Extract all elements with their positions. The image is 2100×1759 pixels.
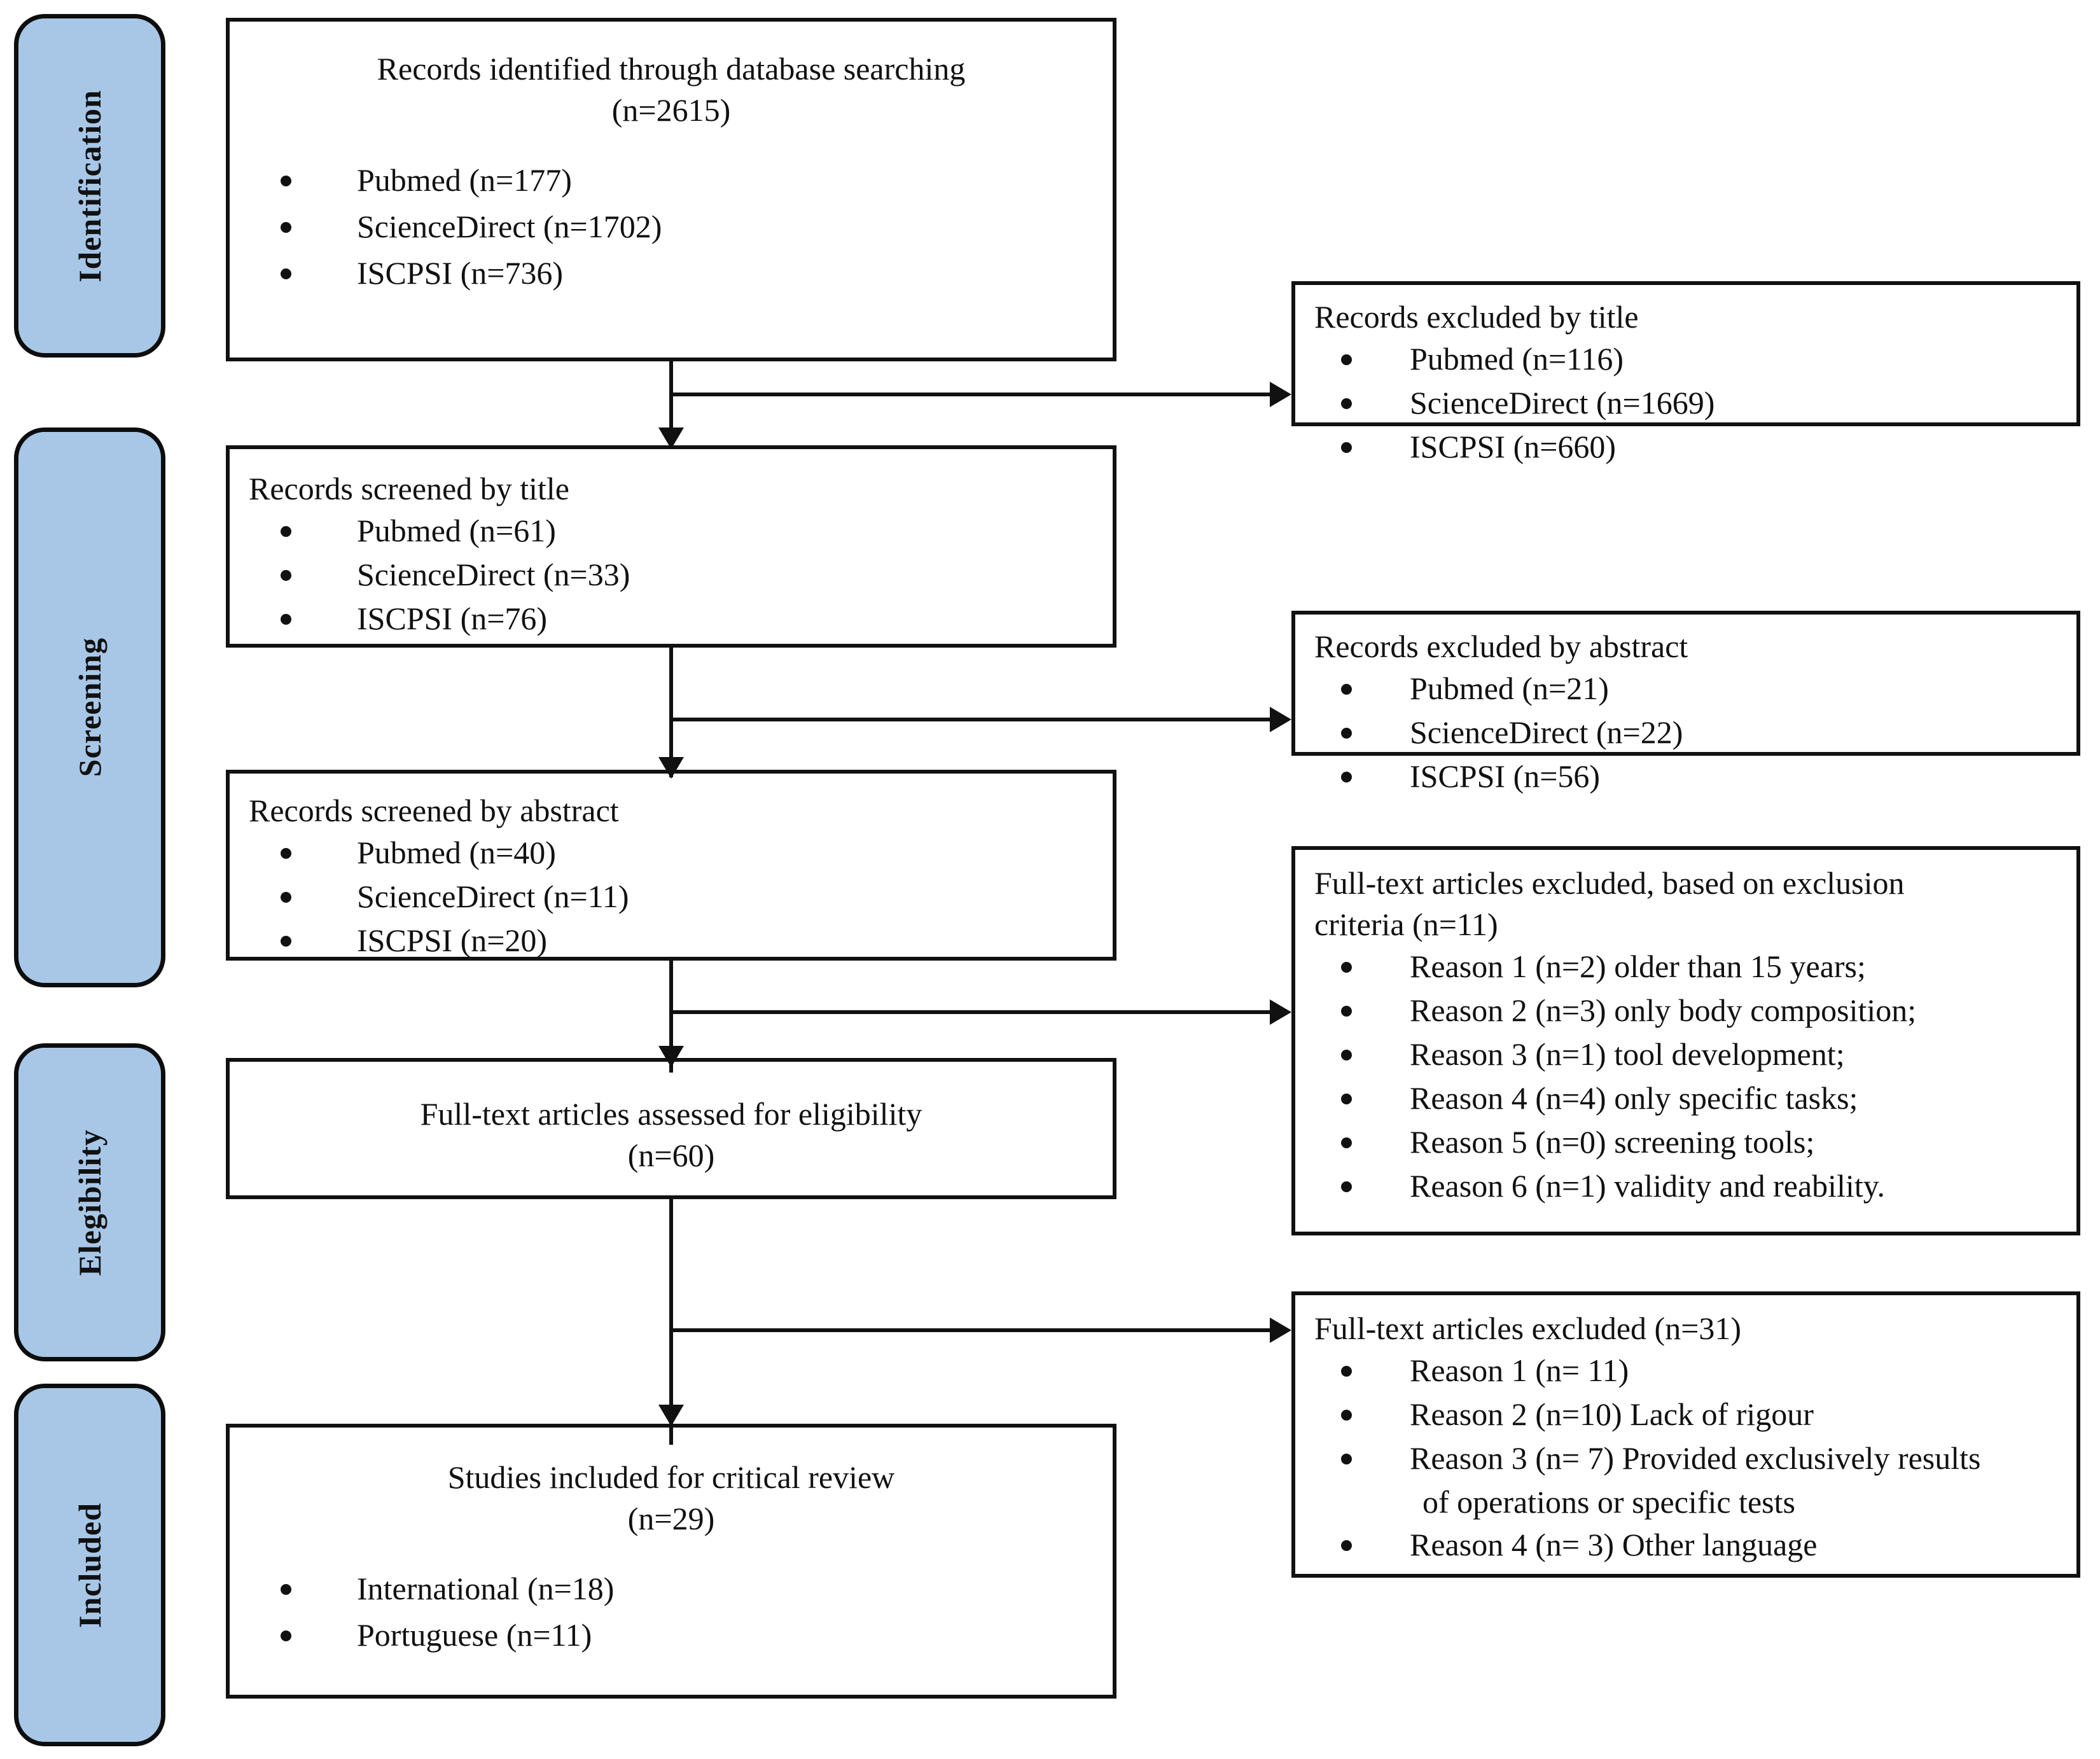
excluded-by-abstract-list: Pubmed (n=21) ScienceDirect (n=22) ISCPS… [1314,667,2057,798]
box-records-screened-title: Records screened by title Pubmed (n=61) … [226,445,1116,648]
list-item: Pubmed (n=21) [1314,667,2057,710]
list-item: Reason 2 (n=3) only body composition; [1314,989,2057,1032]
records-identified-title: Records identified through database sear… [377,51,966,87]
box-studies-included: Studies included for critical review (n=… [226,1424,1116,1699]
fulltext-excluded-heading: Full-text articles excluded (n=31) [1314,1311,1742,1346]
excluded-by-criteria-list: Reason 1 (n=2) older than 15 years; Reas… [1314,945,2057,1207]
phase-label-elegibility: Elegibility [72,1129,108,1276]
list-item: Pubmed (n=61) [249,510,1094,552]
list-item: Portuguese (n=11) [249,1614,1094,1657]
list-item: Reason 1 (n=2) older than 15 years; [1314,945,2057,988]
excluded-by-abstract-heading: Records excluded by abstract [1314,629,1688,664]
list-item: Pubmed (n=116) [1314,338,2057,380]
phase-label-included: Included [72,1502,108,1628]
list-item: Reason 3 (n=1) tool development; [1314,1033,2057,1076]
list-item: Reason 1 (n= 11) [1314,1349,2057,1392]
connector-fulltext-assessed-to-included [669,1199,673,1445]
fulltext-excluded-list: Reason 1 (n= 11) Reason 2 (n=10) Lack of… [1314,1349,2057,1480]
connector-branch-excluded-by-abstract [669,718,1272,721]
list-item: Reason 6 (n=1) validity and reability. [1314,1165,2057,1207]
list-item: ISCPSI (n=660) [1314,426,2057,468]
records-screened-abstract-list: Pubmed (n=40) ScienceDirect (n=11) ISCPS… [249,831,1094,962]
excluded-by-title-list: Pubmed (n=116) ScienceDirect (n=1669) IS… [1314,338,2057,468]
box-excluded-by-criteria: Full-text articles excluded, based on ex… [1291,846,2080,1235]
arrowhead-down-screened-title [658,428,684,449]
box-fulltext-excluded: Full-text articles excluded (n=31) Reaso… [1291,1291,2080,1578]
fulltext-assessed-count: (n=60) [627,1137,715,1173]
excluded-by-criteria-heading-line2: criteria (n=11) [1314,907,1498,942]
list-item: Reason 3 (n= 7) Provided exclusively res… [1314,1437,2057,1480]
connector-branch-excluded-by-criteria [669,1010,1272,1014]
box-records-identified: Records identified through database sear… [226,18,1116,361]
list-item: ScienceDirect (n=11) [249,875,1094,918]
list-item: ISCPSI (n=76) [249,597,1094,640]
box-excluded-by-title: Records excluded by title Pubmed (n=116)… [1291,281,2080,464]
connector-identified-to-screened-title [669,361,673,448]
connector-screened-title-to-screened-abstract [669,648,673,777]
list-item: Reason 5 (n=0) screening tools; [1314,1121,2057,1164]
phase-tab-elegibility: Elegibility [14,1043,165,1361]
arrowhead-down-included [658,1405,684,1426]
phase-tab-included: Included [14,1384,165,1746]
list-item: ISCPSI (n=736) [249,252,1094,295]
records-screened-title-list: Pubmed (n=61) ScienceDirect (n=33) ISCPS… [249,510,1094,640]
list-item: Pubmed (n=40) [249,831,1094,874]
phase-tab-identification: Identification [14,14,165,358]
fulltext-assessed-title: Full-text articles assessed for eligibil… [420,1096,922,1132]
connector-branch-excluded-by-title [669,393,1272,396]
arrowhead-down-screened-abstract [658,757,684,779]
list-item: ISCPSI (n=56) [1314,755,2057,798]
records-screened-abstract-heading: Records screened by abstract [249,793,619,828]
phase-label-screening: Screening [72,637,108,777]
fulltext-excluded-list-2: Reason 4 (n= 3) Other language [1314,1524,2057,1566]
list-item: Reason 2 (n=10) Lack of rigour [1314,1393,2057,1436]
list-item: Reason 4 (n= 3) Other language [1314,1524,2057,1566]
studies-included-count: (n=29) [627,1501,715,1536]
list-item: Pubmed (n=177) [249,159,1094,202]
list-item: Reason 4 (n=4) only specific tasks; [1314,1077,2057,1120]
list-item: ScienceDirect (n=1702) [249,205,1094,248]
list-item: ISCPSI (n=20) [249,919,1094,962]
phase-tab-screening: Screening [14,428,165,987]
list-item: ScienceDirect (n=33) [249,553,1094,596]
arrowhead-right-excluded-by-title [1270,382,1291,407]
connector-branch-fulltext-excluded [669,1328,1272,1332]
excluded-by-criteria-heading-line1: Full-text articles excluded, based on ex… [1314,865,1905,901]
list-item: ScienceDirect (n=1669) [1314,382,2057,424]
arrowhead-right-excluded-by-criteria [1270,999,1291,1025]
box-records-screened-abstract: Records screened by abstract Pubmed (n=4… [226,770,1116,961]
box-fulltext-assessed: Full-text articles assessed for eligibil… [226,1058,1116,1199]
fulltext-excluded-item3-continuation: of operations or specific tests [1422,1484,1795,1520]
arrowhead-down-fulltext-assessed [658,1046,684,1067]
studies-included-list: International (n=18) Portuguese (n=11) [249,1568,1094,1657]
arrowhead-right-fulltext-excluded [1270,1318,1291,1343]
list-item: International (n=18) [249,1568,1094,1610]
connector-screened-abstract-to-fulltext-assessed [669,961,673,1073]
excluded-by-title-heading: Records excluded by title [1314,299,1639,335]
box-excluded-by-abstract: Records excluded by abstract Pubmed (n=2… [1291,611,2080,794]
studies-included-title: Studies included for critical review [447,1459,895,1495]
records-screened-title-heading: Records screened by title [249,471,569,506]
phase-label-identification: Identification [72,89,108,282]
arrowhead-right-excluded-by-abstract [1270,707,1291,732]
list-item: ScienceDirect (n=22) [1314,711,2057,754]
records-identified-list: Pubmed (n=177) ScienceDirect (n=1702) IS… [249,159,1094,295]
records-identified-count: (n=2615) [611,92,731,128]
